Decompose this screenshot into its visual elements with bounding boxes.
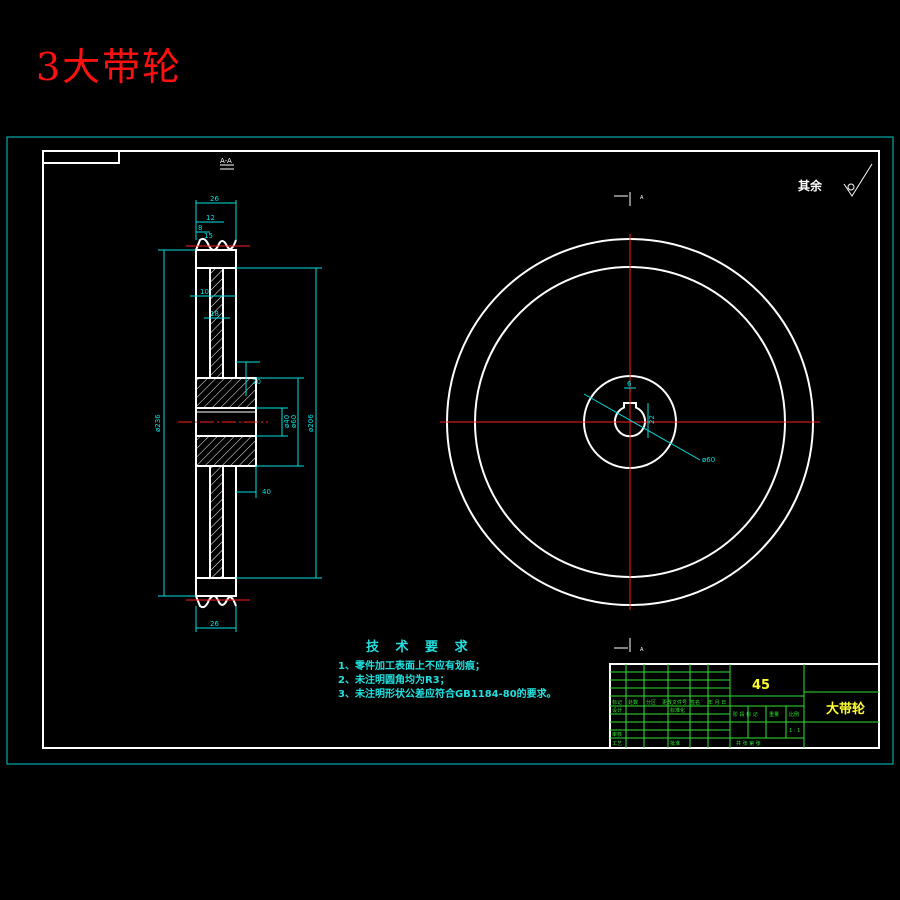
part-name: 大带轮	[826, 702, 866, 717]
tb-col-count: 处数	[628, 699, 638, 706]
dim-groove-pitch: 12	[206, 214, 215, 222]
dim-hub-dia: ø60	[290, 415, 298, 428]
tb-col-zone: 分区	[646, 699, 656, 706]
tb-col-mark: 标记	[612, 699, 622, 706]
inner-sheet-border	[42, 150, 880, 749]
drawing-number-box	[42, 150, 120, 164]
tb-col-change: 更改文件号	[662, 699, 687, 706]
title-block	[609, 663, 880, 749]
tech-req-item-2: 2、未注明圆角均为R3；	[338, 675, 450, 686]
front-view: A A 6 22 ø60	[440, 192, 820, 653]
dim-width-bottom: 26	[210, 620, 219, 628]
section-view: 26 12 8 15 10 18 20 40 ø236 ø206 ø60 ø40…	[154, 195, 322, 632]
dim-groove-edge: 8	[198, 224, 202, 232]
drawing-heading: 3大带轮	[36, 45, 183, 89]
tb-approve: 批准	[670, 740, 680, 747]
tb-design: 设计	[612, 707, 622, 714]
dim-hub-length: 40	[262, 488, 271, 496]
tb-weight: 重量	[769, 711, 779, 718]
dim-hub-step: 20	[252, 378, 261, 386]
front-hub-dia-leader	[583, 393, 701, 461]
tb-col-sign: 签名	[690, 699, 700, 706]
dim-rim-thickness: 10	[200, 288, 209, 296]
bore-with-keyway	[614, 402, 646, 438]
rim-top	[195, 249, 237, 269]
dim-web-thickness: 18	[210, 310, 219, 318]
pulley-outline	[195, 250, 257, 596]
outer-sheet-border	[6, 136, 894, 765]
section-label: A-A	[220, 157, 232, 165]
dim-hub-dia-front: ø60	[702, 456, 715, 464]
tb-stage: 阶 段 标 记	[733, 711, 758, 718]
dim-inner-dia: ø206	[307, 414, 315, 432]
roughness-note: 其余	[798, 179, 823, 193]
tb-process: 工艺	[612, 741, 622, 747]
hub-hatch-top	[196, 378, 256, 408]
tb-ratio: 比例	[789, 711, 799, 718]
tb-col-date: 年 月 日	[708, 699, 726, 706]
dim-bore-dia: ø40	[283, 415, 291, 428]
material-value: 45	[752, 678, 771, 693]
tech-req-item-1: 1、零件加工表面上不应有划痕；	[338, 661, 485, 672]
web-hatch-bottom	[210, 466, 223, 578]
dim-outer-dia: ø236	[154, 414, 162, 432]
view-marker-bottom: A	[640, 647, 644, 653]
web-hatch-top	[210, 268, 223, 378]
rim-bottom	[195, 577, 237, 597]
tb-scale: 1 : 1	[789, 728, 800, 734]
tb-review: 审核	[612, 731, 622, 738]
groove-top	[195, 237, 237, 251]
groove-bottom	[195, 595, 237, 609]
dim-key-depth: 22	[648, 415, 656, 424]
dim-key-width: 6	[627, 380, 632, 388]
view-marker-top: A	[640, 195, 644, 201]
roughness-symbol	[843, 163, 873, 197]
dim-groove-a: 15	[204, 232, 213, 240]
dim-width-top: 26	[210, 195, 219, 203]
tb-sheets: 共 张 第 张	[736, 740, 761, 747]
tech-req-title: 技 术 要 求	[366, 640, 474, 655]
hub-hatch-bottom	[196, 436, 256, 466]
tech-req-item-3: 3、未注明形状公差应符合GB1184-80的要求。	[338, 689, 557, 700]
tb-standard: 标准化	[670, 707, 685, 714]
